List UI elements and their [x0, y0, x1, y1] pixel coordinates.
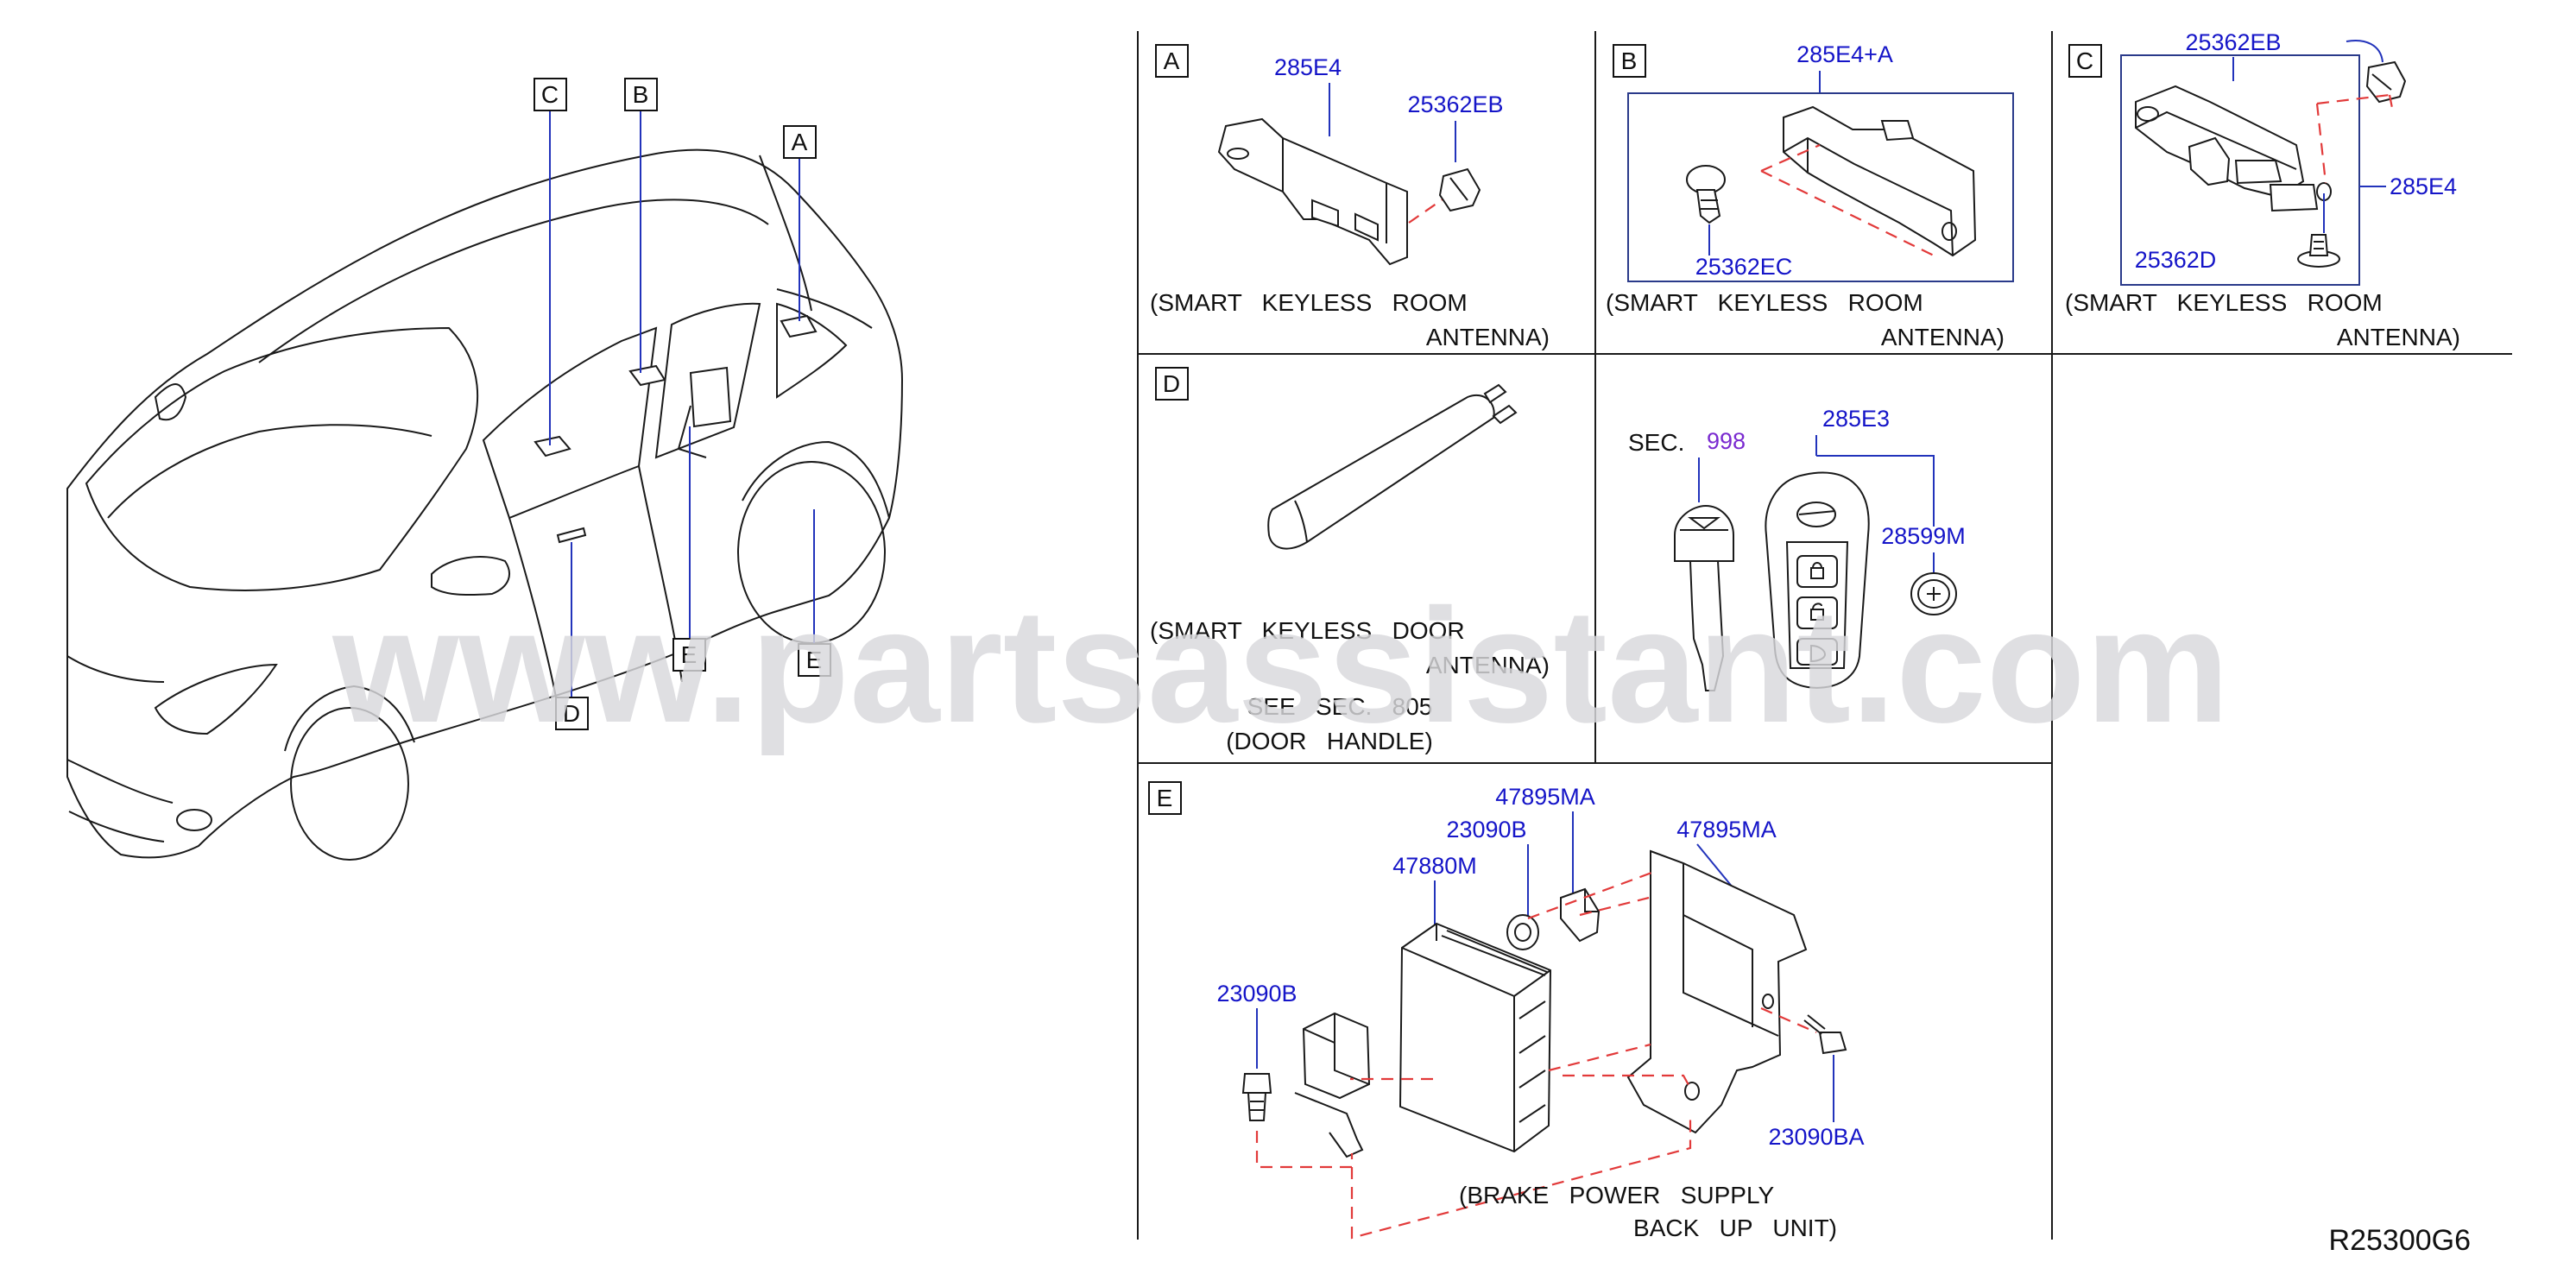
part-285e4-c-label: 285E4 [2390, 174, 2457, 199]
antenna-bracket-icon [1217, 117, 1408, 266]
clip-25362eb-c-icon [2365, 60, 2407, 104]
callout-b: B [624, 78, 658, 111]
panel-e-letter: E [1157, 785, 1173, 811]
panel-c: C 25362EB 285E4 25362D (SMART [2065, 29, 2460, 350]
panel-a: A 285E4 25362EB (SMART KEYLESS ROOM ANTE… [1150, 44, 1550, 350]
clip-25362eb-icon [1438, 167, 1481, 212]
bolt-23090b-icon [1241, 1073, 1272, 1121]
part-285e4a-label: 285E4+A [1796, 41, 1893, 67]
panel-a-letter: A [1164, 47, 1180, 74]
panel-c-caption-line1: (SMART KEYLESS ROOM [2065, 289, 2383, 316]
callout-e-rear: E [798, 643, 831, 677]
part-47895ma-large-label: 47895MA [1676, 817, 1777, 842]
callout-c-text: C [541, 81, 559, 108]
panel-d: D (SMART KEYLESS DOOR ANTENNA) SEE SEC. … [1150, 367, 1550, 754]
panel-d-caption-line1: (SMART KEYLESS DOOR [1150, 617, 1465, 644]
antenna-285e4-c-icon [2135, 85, 2332, 212]
door-antenna-icon [1267, 383, 1518, 550]
part-285e3-label: 285E3 [1822, 406, 1890, 432]
bracket-47895ma-large-icon [1626, 849, 1808, 1134]
panel-c-letter: C [2076, 47, 2093, 74]
panel-key: SEC. 998 285E3 28599M [1628, 406, 1966, 691]
diagram-ref-code: R25300G6 [2329, 1224, 2471, 1257]
grommet-23090b-icon [1506, 914, 1539, 950]
panel-b-caption-line2: ANTENNA) [1881, 324, 2005, 350]
part-28599m-label: 28599M [1881, 523, 1966, 549]
watermark-text: www.partsassistant.com [331, 575, 2230, 756]
callout-c: C [534, 78, 567, 111]
callout-d: D [555, 697, 589, 730]
vehicle-illustration [66, 110, 904, 861]
panel-c-caption-line2: ANTENNA) [2337, 324, 2460, 350]
panel-d-caption-line2: ANTENNA) [1426, 652, 1550, 678]
callout-d-text: D [563, 700, 580, 727]
clip-25362d-icon [2297, 234, 2340, 268]
panel-b-caption-line1: (SMART KEYLESS ROOM [1606, 289, 1923, 316]
panel-d-caption-line4: (DOOR HANDLE) [1226, 728, 1433, 754]
part-47880m-label: 47880M [1392, 853, 1477, 879]
callout-a-text: A [792, 129, 808, 155]
panel-e: E 47895MA 23090B 47880M 47895MA 23090B 2… [1148, 781, 1865, 1241]
callout-a: A [783, 125, 817, 159]
callout-b-text: B [633, 81, 649, 108]
part-47895ma-small-label: 47895MA [1495, 784, 1595, 810]
sec-label: SEC. [1628, 429, 1684, 456]
part-23090b-grommet-label: 23090B [1446, 817, 1526, 842]
sensor-module-icon [1294, 1012, 1371, 1158]
sec-998-link[interactable]: 998 [1707, 428, 1746, 454]
panel-e-caption-line2: BACK UP UNIT) [1633, 1215, 1837, 1241]
backup-control-unit-icon [1398, 922, 1552, 1153]
panel-b: B 285E4+A 25362EC (SMART KEYLESS ROOM AN… [1606, 41, 2014, 350]
part-25362ec-label: 25362EC [1695, 254, 1793, 280]
smart-key-fob-icon [1765, 471, 1870, 689]
callout-e-front: E [672, 638, 706, 672]
panel-b-letter: B [1621, 47, 1638, 74]
part-23090b-bolt-label: 23090B [1216, 981, 1297, 1006]
part-25362eb-c-label: 25362EB [2185, 29, 2281, 55]
callout-e1-text: E [681, 641, 698, 668]
part-25362eb-label: 25362EB [1407, 92, 1503, 117]
panel-e-caption-line1: (BRAKE POWER SUPPLY [1459, 1182, 1774, 1208]
part-285e4-label: 285E4 [1274, 54, 1342, 80]
part-23090ba-label: 23090BA [1768, 1124, 1864, 1150]
antenna-assembly-icon [1783, 105, 1977, 257]
panel-d-caption-line3: SEE SEC. 805 [1247, 693, 1433, 720]
panel-a-caption-line1: (SMART KEYLESS ROOM [1150, 289, 1468, 316]
panel-d-letter: D [1163, 370, 1180, 397]
panel-grid [1137, 31, 2512, 1240]
bolt-23090ba-icon [1803, 1014, 1847, 1055]
panel-a-caption-line2: ANTENNA) [1426, 324, 1550, 350]
battery-coin-icon [1910, 572, 1957, 615]
part-25362d-label: 25362D [2135, 247, 2217, 273]
clip-25362ec-icon [1686, 165, 1726, 224]
callout-e2-text: E [806, 647, 823, 673]
mechanical-key-icon [1674, 504, 1734, 691]
